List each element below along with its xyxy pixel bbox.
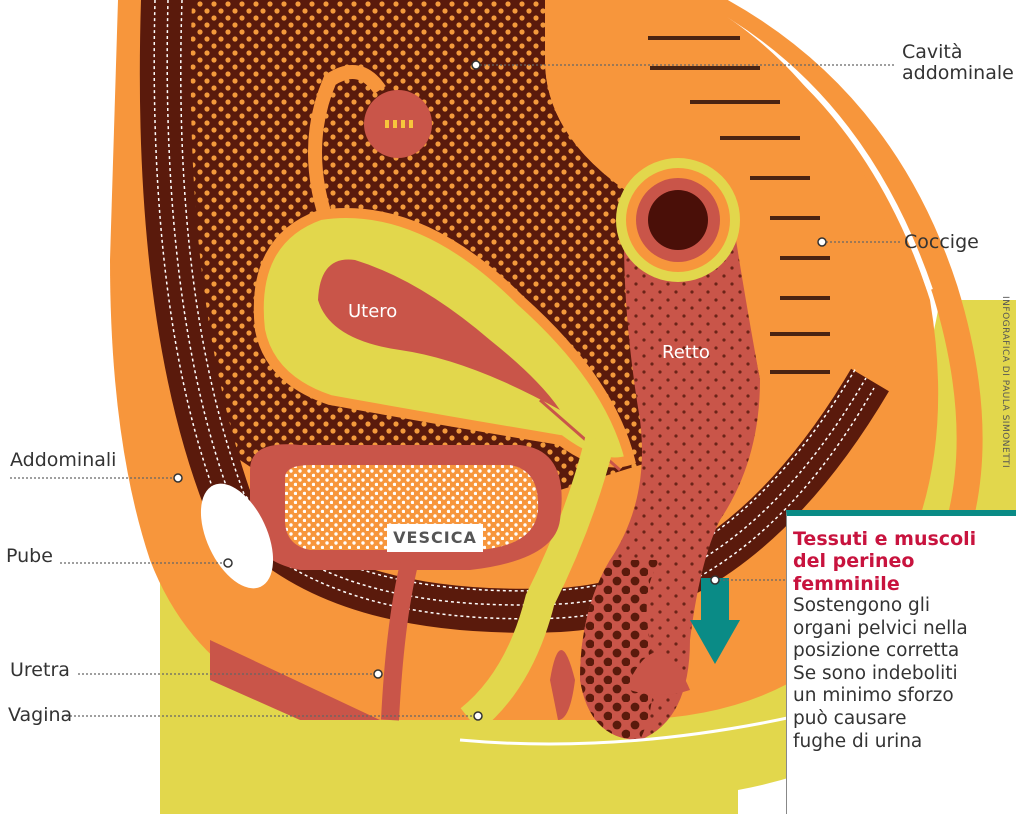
ovary xyxy=(364,90,432,158)
callout-title-line: del perineo xyxy=(793,550,1016,572)
callout-title-line: femminile xyxy=(793,573,1016,595)
label-uretra: Uretra xyxy=(10,660,70,681)
label-pube: Pube xyxy=(6,546,53,567)
callout-body-line: un minimo sforzo xyxy=(793,685,1016,708)
callout-body-line: Sostengono gli xyxy=(793,595,1016,618)
callout-title: Tessuti e muscoli del perineo femminile xyxy=(793,528,1016,595)
callout-body-line: fughe di urina xyxy=(793,731,1016,754)
label-cavita-line2: addominale xyxy=(902,63,1014,84)
callout-body: Sostengono gli organi pelvici nella posi… xyxy=(793,595,1016,753)
callout-body-line: organi pelvici nella xyxy=(793,618,1016,641)
label-cavita-line1: Cavità xyxy=(902,42,1014,63)
label-addominali: Addominali xyxy=(10,450,116,471)
label-cavita-addominale: Cavità addominale xyxy=(902,42,1014,84)
perineum-callout: Tessuti e muscoli del perineo femminile … xyxy=(786,510,1016,814)
callout-title-line: Tessuti e muscoli xyxy=(793,528,1016,550)
label-coccige: Coccige xyxy=(904,232,979,253)
label-vescica: VESCICA xyxy=(387,524,483,552)
infographic-credit: INFOGRAFICA DI PAULA SIMONETTI xyxy=(1000,296,1010,468)
label-retto: Retto xyxy=(662,342,710,363)
label-vagina: Vagina xyxy=(8,705,72,726)
callout-body-line: può causare xyxy=(793,708,1016,731)
callout-body-line: posizione corretta xyxy=(793,640,1016,663)
callout-body-line: Se sono indeboliti xyxy=(793,663,1016,686)
label-utero: Utero xyxy=(348,301,397,322)
